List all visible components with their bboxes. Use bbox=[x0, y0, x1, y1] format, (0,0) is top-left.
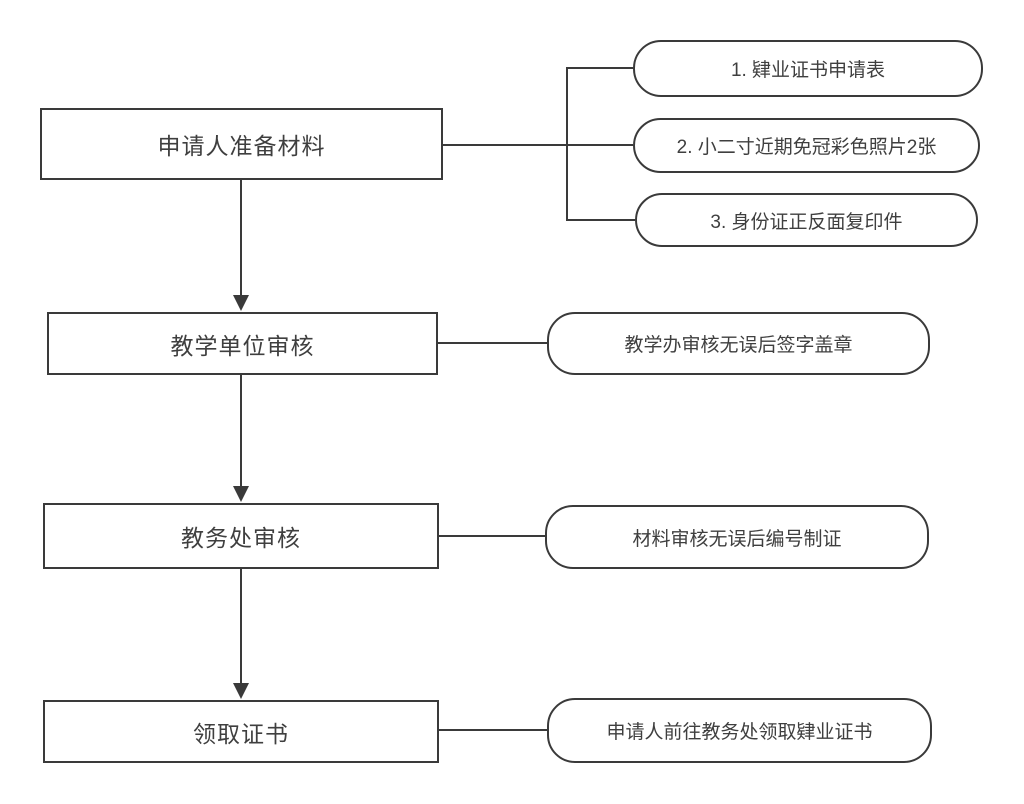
callout-numbering-certificate: 材料审核无误后编号制证 bbox=[545, 505, 929, 569]
callout-pickup-at-office: 申请人前往教务处领取肄业证书 bbox=[547, 698, 932, 763]
step-label: 教学单位审核 bbox=[170, 332, 315, 359]
step-box-prepare-materials: 申请人准备材料 bbox=[40, 108, 443, 180]
arrowhead-down-icon bbox=[233, 486, 249, 502]
connector-step3-to-callout bbox=[439, 535, 545, 537]
connector-step1-to-callouts bbox=[443, 144, 633, 146]
arrow-step2-to-step3 bbox=[240, 375, 242, 487]
step-box-teaching-unit-review: 教学单位审核 bbox=[47, 312, 438, 375]
callout-application-form: 1. 肄业证书申请表 bbox=[633, 40, 983, 97]
connector-branch-to-callout1 bbox=[566, 67, 633, 69]
step-label: 领取证书 bbox=[193, 720, 289, 747]
callout-label: 2. 小二寸近期免冠彩色照片2张 bbox=[676, 137, 937, 158]
step-label: 教务处审核 bbox=[181, 525, 301, 551]
arrowhead-down-icon bbox=[233, 683, 249, 699]
callout-label: 教学办审核无误后签字盖章 bbox=[624, 335, 853, 356]
step-box-academic-office-review: 教务处审核 bbox=[43, 503, 439, 569]
arrow-step3-to-step4 bbox=[240, 569, 242, 684]
callout-label: 申请人前往教务处领取肄业证书 bbox=[606, 722, 873, 743]
callout-label: 3. 身份证正反面复印件 bbox=[710, 211, 903, 233]
callout-label: 1. 肄业证书申请表 bbox=[730, 60, 886, 81]
connector-branch-vertical bbox=[566, 67, 568, 221]
connector-step4-to-callout bbox=[439, 729, 547, 731]
arrowhead-down-icon bbox=[233, 295, 249, 311]
step-label: 申请人准备材料 bbox=[157, 133, 326, 159]
callout-photos: 2. 小二寸近期免冠彩色照片2张 bbox=[633, 118, 980, 173]
step-box-receive-certificate: 领取证书 bbox=[43, 700, 439, 763]
connector-branch-to-callout3 bbox=[566, 219, 635, 221]
callout-label: 材料审核无误后编号制证 bbox=[632, 528, 842, 550]
connector-step2-to-callout bbox=[438, 342, 547, 344]
arrow-step1-to-step2 bbox=[240, 180, 242, 296]
callout-teaching-office-sign-stamp: 教学办审核无误后签字盖章 bbox=[547, 312, 930, 375]
callout-id-copy: 3. 身份证正反面复印件 bbox=[635, 193, 978, 247]
